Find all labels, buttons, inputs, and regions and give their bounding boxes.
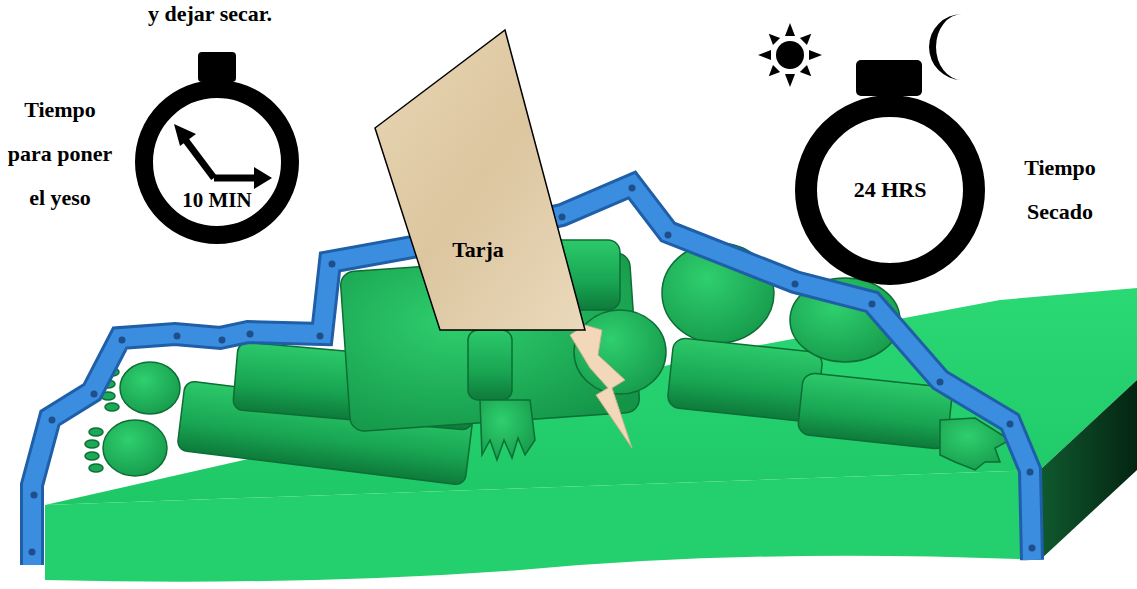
tag-text: Tarja (452, 237, 504, 262)
time-caption: Tiempo para poner el yeso (4, 88, 116, 220)
sun-icon (748, 13, 833, 98)
stopwatch-face: 10 MIN (135, 80, 299, 244)
time-value: 24 HRS (854, 177, 927, 202)
tag-string (570, 325, 632, 448)
note-text: y dejar secar. (148, 2, 308, 26)
time-value: 10 MIN (182, 188, 251, 212)
stopwatch-right-crown (856, 60, 922, 96)
time-caption: Tiempo Secado (1004, 146, 1116, 234)
moon-icon (929, 14, 962, 80)
stopwatch-ring (135, 80, 299, 244)
tag-outline (372, 28, 588, 333)
stopwatch-face: 24 HRS (795, 95, 985, 285)
tag-label: Tarja (372, 28, 588, 333)
